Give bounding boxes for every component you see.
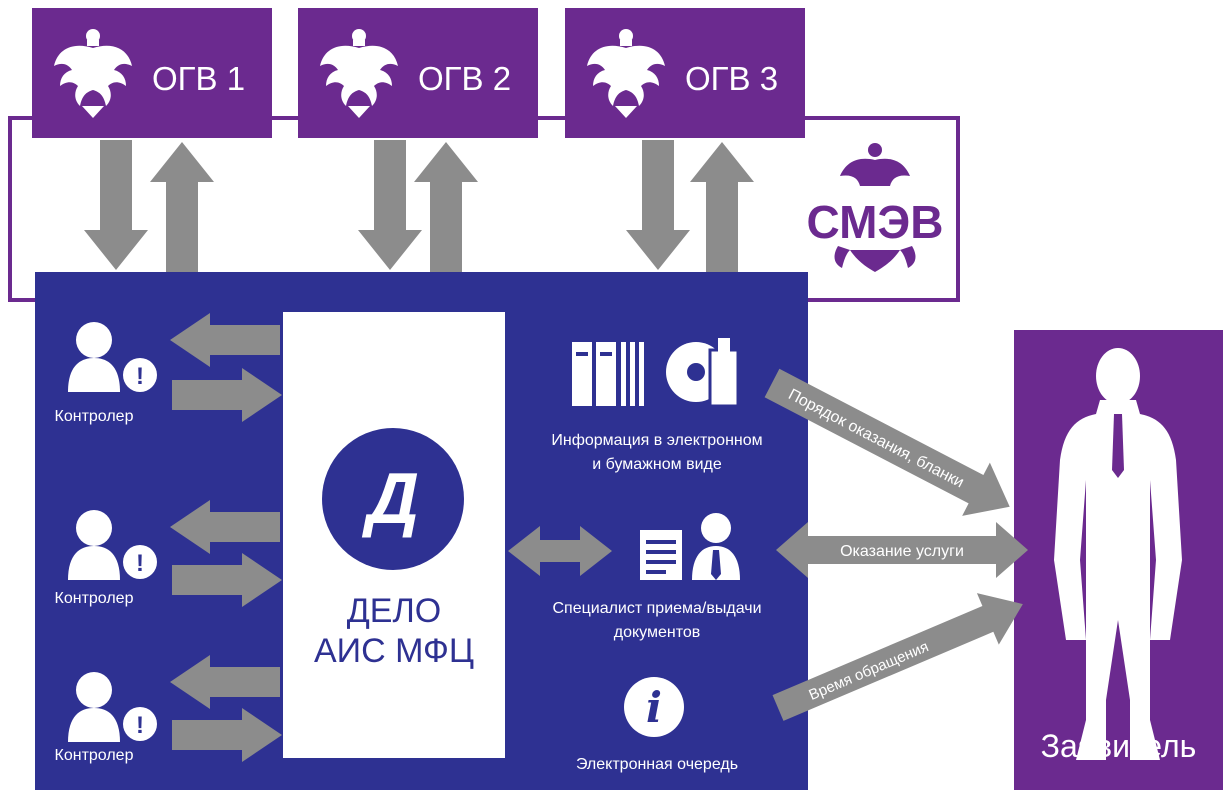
ogv-box-3: ОГВ 3 (565, 8, 805, 138)
ogv-label: ОГВ 3 (685, 60, 779, 97)
service-arrow: Оказание услуги (776, 522, 1028, 578)
controller-icon-2 (68, 510, 157, 580)
down-arrow (358, 140, 422, 270)
controller-icon-1 (68, 322, 157, 392)
down-arrow (626, 140, 690, 270)
visit-time-label: Время обращения (806, 638, 931, 704)
ogv-box-1: ОГВ 1 (32, 8, 272, 138)
right-arrow (172, 368, 282, 422)
exclamation-icon: ! (136, 712, 144, 739)
coat-of-arms-icon (320, 29, 398, 118)
service-label: Оказание услуги (840, 543, 964, 560)
double-arrow (508, 526, 612, 576)
ogv-box-2: ОГВ 2 (298, 8, 538, 138)
ogv-label: ОГВ 1 (152, 60, 246, 97)
up-arrow (150, 142, 214, 272)
up-arrow (690, 142, 754, 272)
ogv-label: ОГВ 2 (418, 60, 512, 97)
delo-title: ДЕЛО (346, 592, 442, 630)
left-arrow (170, 313, 280, 367)
right-arrow (172, 708, 282, 762)
info-icon: i (624, 677, 684, 737)
smev-logo: СМЭВ (807, 143, 944, 272)
controller-label-3: Контролер (54, 747, 134, 764)
coat-of-arms-icon (587, 29, 665, 118)
controller-label-2: Контролер (54, 590, 134, 607)
applicant-silhouette-icon (1054, 348, 1182, 760)
order-forms-label: Порядок оказания, бланки (785, 386, 966, 491)
queue-label: Электронная очередь (575, 756, 739, 773)
controller-icons (68, 322, 157, 742)
delo-subtitle: АИС МФЦ (313, 632, 475, 670)
smev-label: СМЭВ (807, 196, 944, 248)
left-arrow (170, 655, 280, 709)
visit-time-arrow: Время обращения (772, 593, 1023, 721)
svg-text:i: i (646, 683, 662, 732)
binders-icon (572, 342, 644, 406)
up-arrow (414, 142, 478, 272)
down-arrow (84, 140, 148, 270)
right-arrow (172, 553, 282, 607)
info-label-line1: Информация в электронном (551, 432, 763, 449)
delo-logo-letter: Д (367, 459, 419, 539)
applicant-label: Заявитель (1040, 728, 1197, 764)
delo-logo (322, 428, 464, 570)
coat-of-arms-icon (54, 29, 132, 118)
specialist-label-line1: Специалист приема/выдачи (552, 600, 762, 617)
info-label-line2: и бумажном виде (592, 456, 722, 473)
specialist-icon (640, 513, 740, 580)
exclamation-icon: ! (136, 550, 144, 577)
left-arrow (170, 500, 280, 554)
controller-label-1: Контролер (54, 408, 134, 425)
specialist-label-line2: документов (613, 624, 701, 641)
exclamation-icon: ! (136, 363, 144, 390)
controller-icon-3 (68, 672, 157, 742)
disc-usb-icon (666, 338, 740, 408)
